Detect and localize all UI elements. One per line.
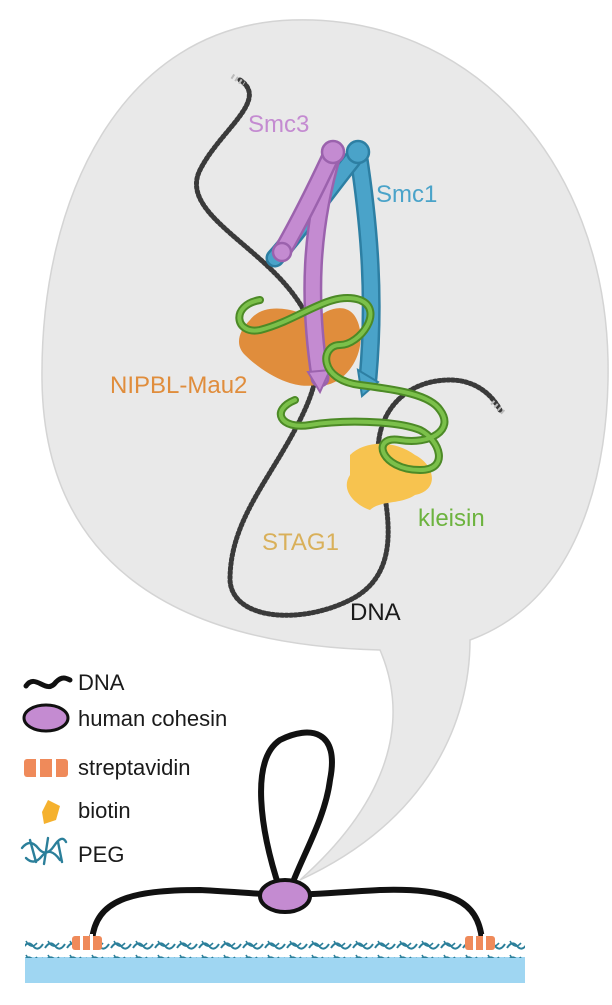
label-dna: DNA	[350, 599, 401, 626]
legend-label-peg: PEG	[78, 842, 124, 867]
human-cohesin-complex	[258, 878, 312, 914]
legend-label-streptavidin: streptavidin	[78, 755, 191, 780]
legend-label-biotin: biotin	[78, 798, 131, 823]
dna-end-right	[490, 400, 507, 416]
label-kleisin: kleisin	[418, 505, 485, 532]
streptavidin-anchor-left	[72, 934, 102, 952]
human-cohesin-icon	[22, 703, 70, 733]
kleisin-chain	[235, 294, 449, 475]
streptavidin-anchor-right	[465, 934, 495, 952]
legend-label-human-cohesin: human cohesin	[78, 706, 227, 731]
peg-icon	[20, 836, 68, 866]
biotin-icon	[42, 800, 60, 824]
legend: DNA human cohesin streptavidin biotin PE…	[20, 670, 227, 867]
zoom-bubble	[41, 19, 609, 881]
label-nipbl-mau2: NIPBL-Mau2	[110, 372, 247, 399]
streptavidin-icon	[24, 756, 68, 780]
glass-surface	[25, 957, 525, 983]
smc3-arm	[271, 139, 346, 395]
stag1-shape	[346, 443, 432, 510]
label-smc1: Smc1	[376, 181, 437, 208]
dna-strand	[194, 77, 503, 618]
legend-label-dna: DNA	[78, 670, 125, 695]
label-smc3: Smc3	[248, 111, 309, 138]
peg-layer	[25, 940, 525, 958]
dna-icon	[23, 675, 73, 690]
label-stag1: STAG1	[262, 529, 339, 556]
